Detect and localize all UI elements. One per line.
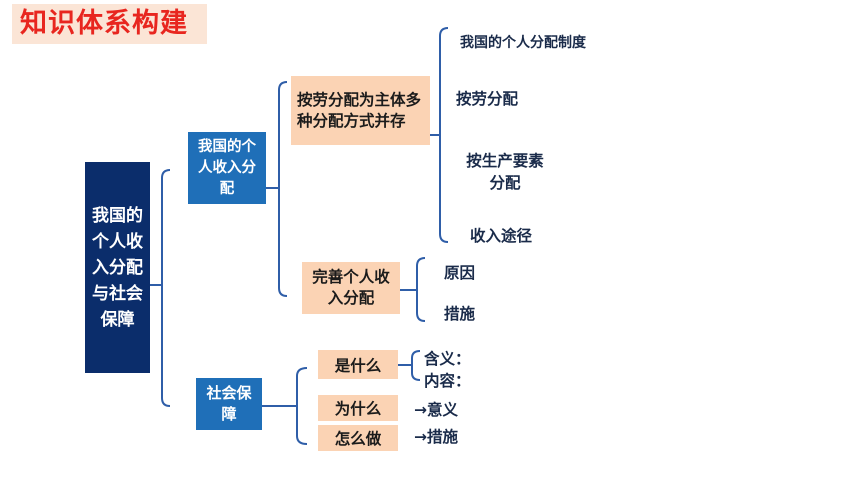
leaf-by-labor: 按劳分配	[456, 90, 519, 108]
leaf-measures: 措施	[444, 305, 476, 323]
branch2-bracket	[296, 367, 308, 445]
whatis-node: 是什么	[318, 350, 398, 379]
sub2-bracket	[416, 257, 426, 322]
branch1-node: 我国的个人收入分配	[188, 132, 266, 204]
leaf-reasons: 原因	[444, 264, 476, 282]
how-node: 怎么做	[318, 425, 398, 451]
why-label: 为什么	[334, 400, 382, 418]
detail-meaning: 含义：	[424, 350, 471, 368]
root-node: 我国的个人收入分配与社会保障	[85, 162, 150, 373]
sub1-node: 按劳分配为主体多种分配方式并存	[291, 76, 430, 145]
how-label: 怎么做	[334, 430, 382, 448]
detail-measures: →措施	[414, 428, 458, 446]
detail-significance: →意义	[414, 401, 458, 419]
whatis-label: 是什么	[334, 356, 382, 375]
leaf-distribution-system: 我国的个人分配制度	[460, 35, 586, 51]
root-bracket	[161, 169, 171, 407]
why-node: 为什么	[318, 395, 398, 421]
page-title: 知识体系构建	[12, 4, 207, 44]
branch2-node: 社会保障	[196, 378, 262, 430]
leaf-by-factors: 按生产要素分配	[466, 152, 544, 192]
sub1-bracket	[439, 27, 449, 243]
branch1-bracket	[278, 81, 288, 297]
sub2-node: 完善个人收入分配	[302, 262, 400, 314]
branch2-label: 社会保障	[206, 384, 252, 423]
sub2-label: 完善个人收入分配	[312, 268, 390, 307]
sub1-label: 按劳分配为主体多种分配方式并存	[297, 90, 422, 130]
branch1-label: 我国的个人收入分配	[198, 138, 256, 197]
root-label: 我国的个人收入分配与社会保障	[92, 205, 143, 330]
whatis-bracket	[411, 350, 421, 381]
leaf-income-channels: 收入途径	[470, 227, 533, 245]
detail-content: 内容：	[424, 372, 471, 390]
